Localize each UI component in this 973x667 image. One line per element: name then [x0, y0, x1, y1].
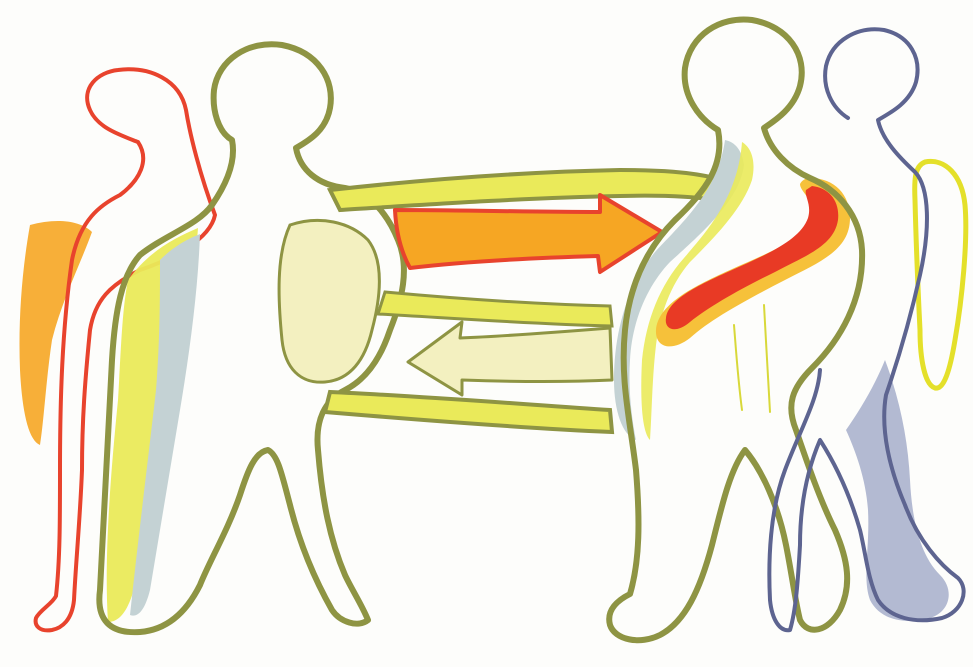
yellow-torso-line-right — [764, 305, 770, 412]
pale-yellow-chest-left — [279, 220, 379, 382]
yellow-torso-line-left — [734, 325, 742, 410]
orange-shading-left — [19, 221, 92, 445]
middle-yellow-band — [378, 292, 612, 326]
yellow-loop-right — [915, 161, 966, 388]
right-back-figure-navy — [769, 29, 963, 630]
pale-yellow-arrow — [408, 322, 612, 395]
bottom-yellow-band — [325, 392, 612, 432]
orange-arrow — [395, 195, 662, 272]
right-front-figure-olive — [609, 19, 862, 640]
top-yellow-band — [330, 170, 715, 210]
